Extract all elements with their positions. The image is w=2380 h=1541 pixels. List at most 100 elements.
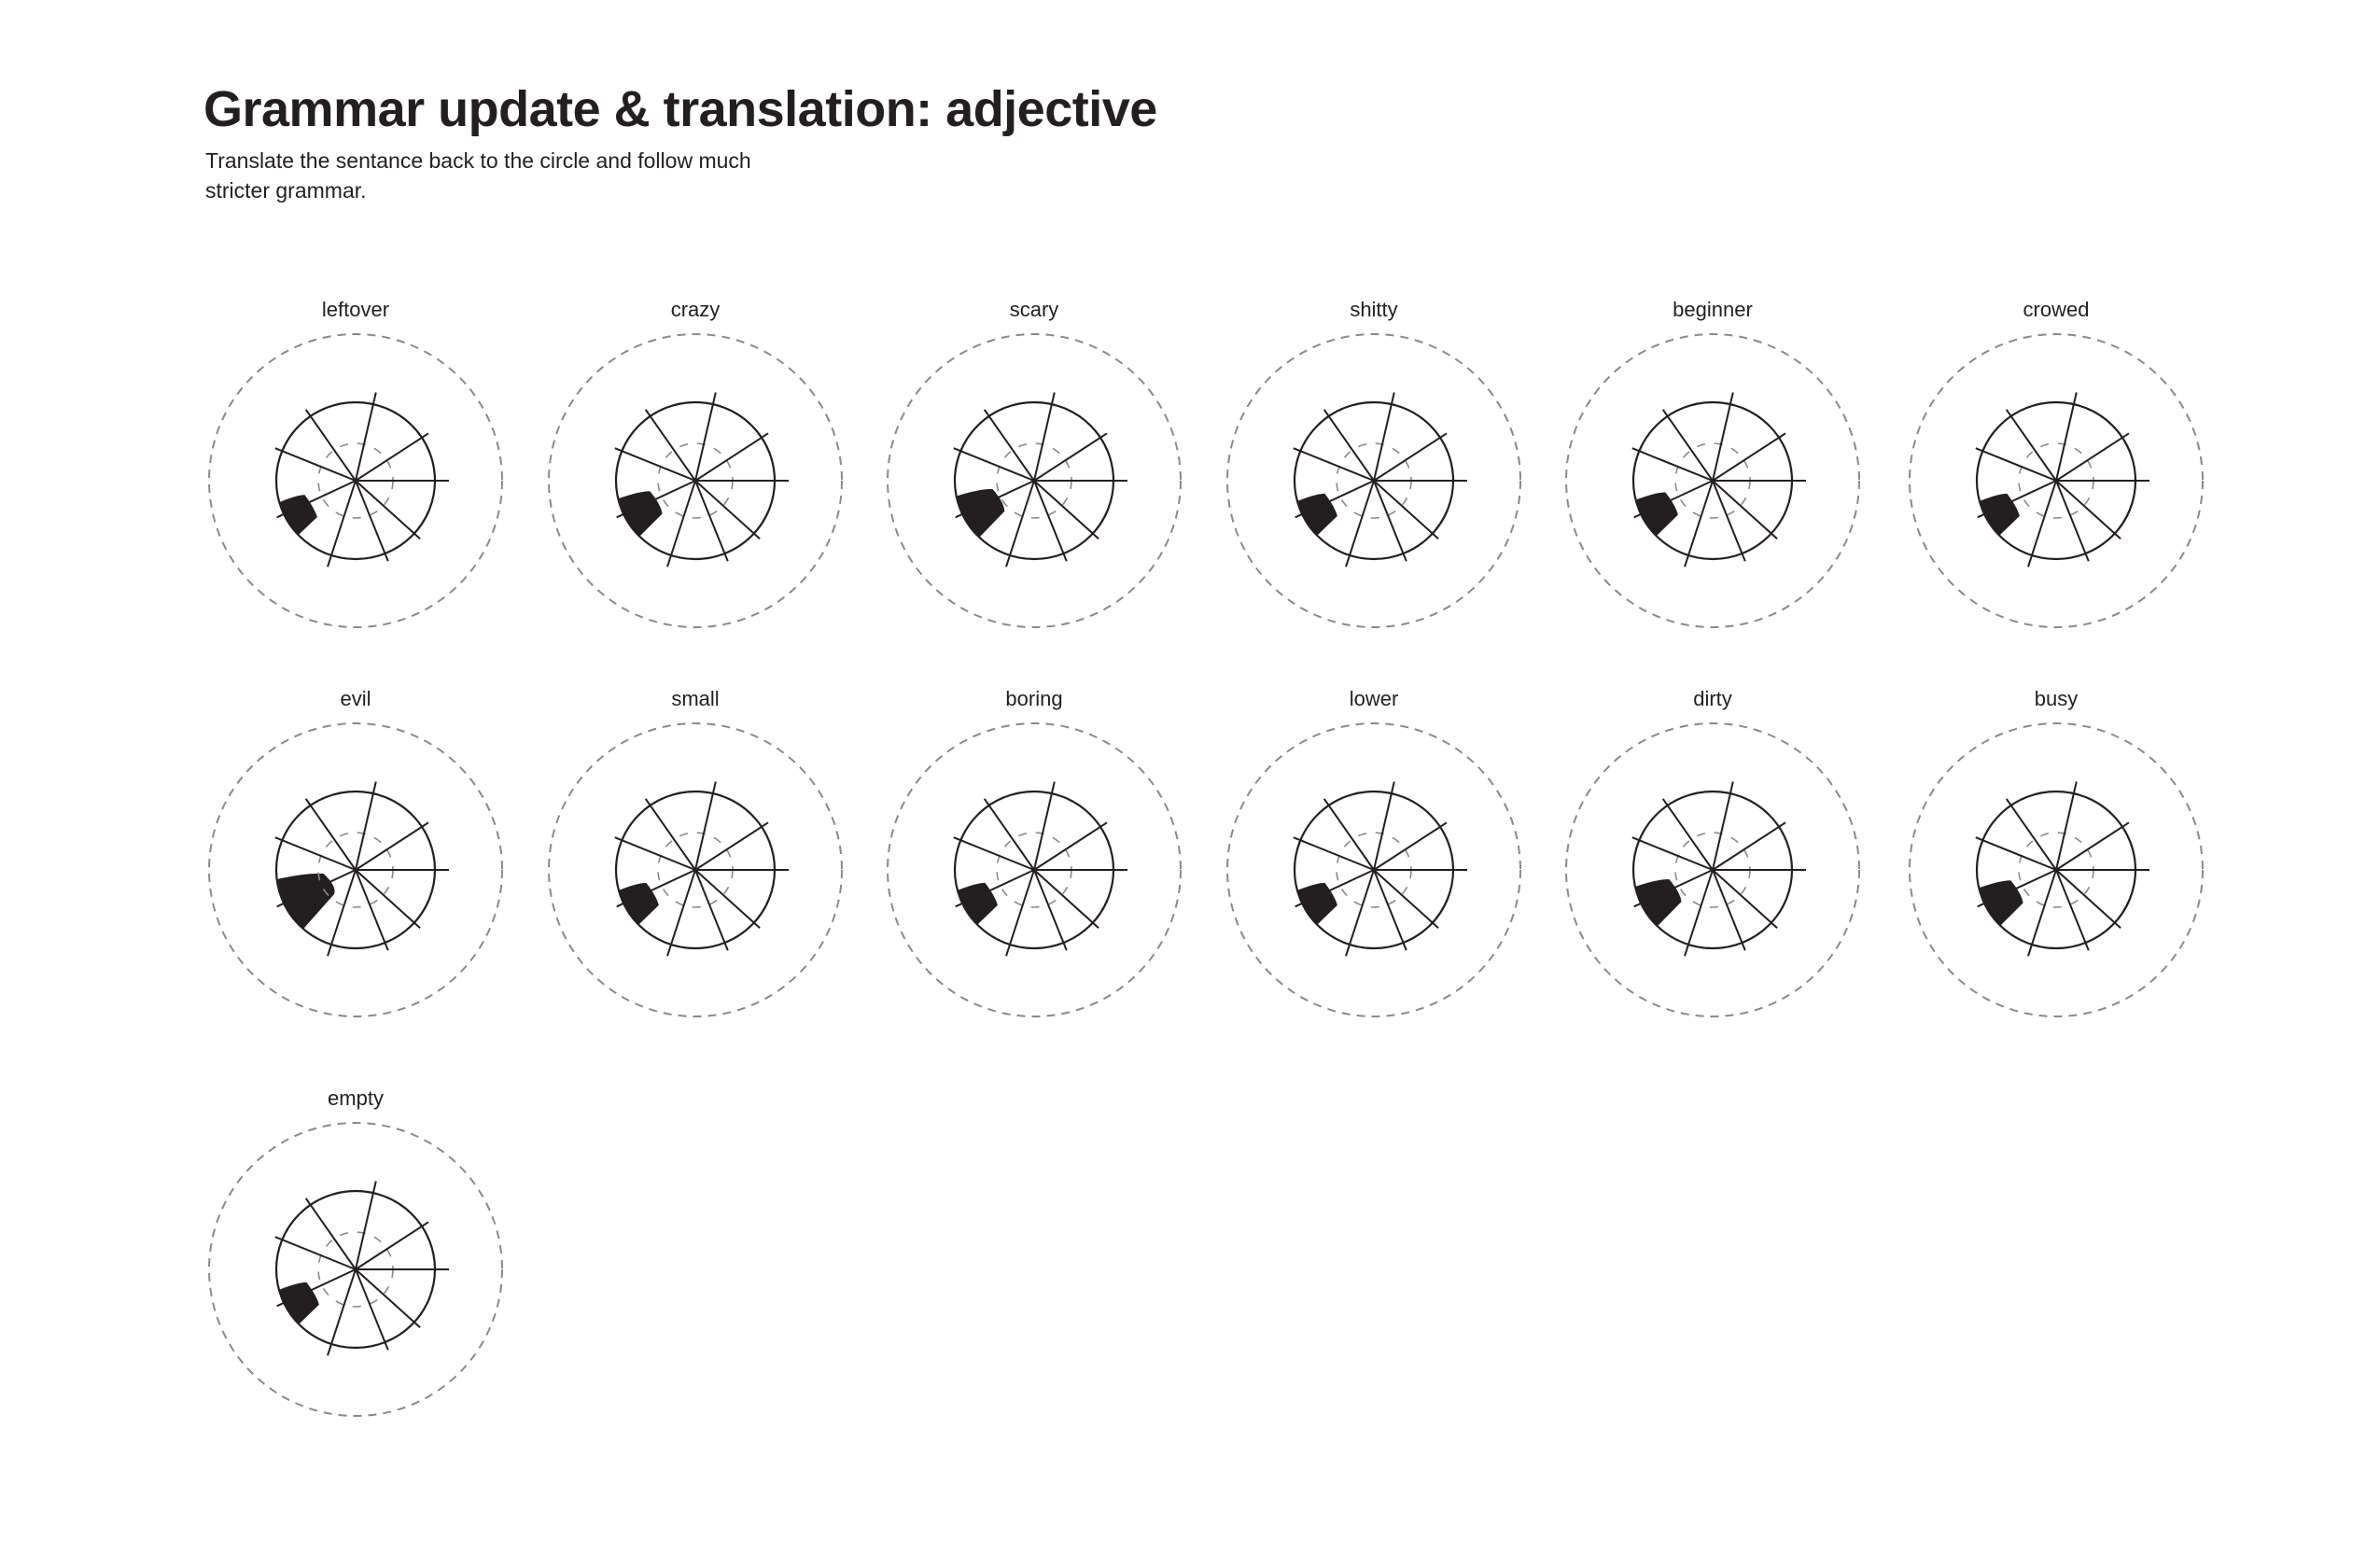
spoke-line	[1295, 869, 1375, 908]
outer-dashed-ring	[1909, 722, 2204, 1017]
spoke-line	[1033, 480, 1068, 562]
spoke-line	[327, 480, 357, 567]
filled-wedge-mark	[1636, 492, 1678, 536]
filled-wedge-mark	[1980, 493, 2020, 536]
spoke-line	[1661, 409, 1714, 482]
diagram-small: small	[546, 685, 845, 1040]
circle-diagram	[208, 722, 503, 1017]
diagram-lower: lower	[1225, 685, 1523, 1040]
spoke-line	[1293, 836, 1375, 871]
spoke-line	[2055, 480, 2090, 562]
diagram-label: crazy	[670, 298, 721, 321]
spoke-line	[616, 480, 696, 519]
spoke-line	[355, 869, 421, 929]
spoke-line	[2027, 480, 2057, 567]
filled-wedge-mark	[1297, 493, 1337, 536]
spoke-line	[2027, 869, 2057, 957]
spoke-line	[2055, 432, 2130, 482]
diagram-label: empty	[328, 1086, 384, 1110]
spoke-line	[1712, 480, 1778, 539]
spoke-line	[1293, 447, 1375, 482]
spoke-line	[1633, 869, 1714, 908]
spoke-line	[1323, 798, 1375, 871]
diagram-label: busy	[2034, 687, 2079, 710]
spoke-line	[694, 869, 761, 929]
diagram-evil: evil	[206, 685, 505, 1040]
spoke-line	[2055, 869, 2090, 951]
spoke-line	[1977, 869, 2057, 908]
diagram-label: beginner	[1673, 298, 1753, 321]
spoke-line	[983, 798, 1035, 871]
spoke-line	[953, 447, 1035, 482]
spoke-line	[1345, 869, 1375, 957]
diagram-leftover: leftover	[206, 296, 505, 651]
spoke-line	[1005, 869, 1035, 957]
diagram-label: dirty	[1693, 687, 1732, 710]
spoke-line	[644, 798, 696, 871]
spoke-line	[1373, 821, 1448, 871]
circle-diagram	[548, 722, 843, 1017]
diagram-scary: scary	[885, 296, 1183, 651]
outer-dashed-ring	[548, 722, 843, 1017]
outer-dashed-ring	[887, 333, 1182, 628]
circle-diagram	[208, 1122, 503, 1417]
outer-dashed-ring	[1565, 333, 1860, 628]
diagram-busy: busy	[1907, 685, 2205, 1040]
filled-wedge-mark	[280, 495, 317, 535]
spoke-line	[694, 392, 717, 482]
circle-diagram	[887, 333, 1182, 628]
spoke-line	[355, 1268, 421, 1328]
spoke-line	[274, 447, 357, 482]
filled-wedge-mark	[279, 1282, 319, 1324]
spoke-line	[694, 432, 769, 482]
diagram-label: boring	[1005, 687, 1063, 710]
circle-diagram	[1226, 722, 1521, 1017]
page-title: Grammar update & translation: adjective	[203, 81, 1157, 137]
diagram-empty: empty	[206, 1085, 505, 1439]
diagram-label: lower	[1349, 687, 1399, 710]
spoke-line	[1295, 480, 1375, 519]
spoke-line	[955, 480, 1035, 519]
spoke-line	[1975, 447, 2057, 482]
spoke-line	[276, 1268, 357, 1308]
outer-dashed-ring	[208, 1122, 503, 1417]
spoke-line	[1373, 480, 1439, 539]
spoke-line	[1633, 480, 1714, 519]
spoke-line	[1323, 409, 1375, 482]
outer-dashed-ring	[208, 722, 503, 1017]
circle-diagram	[887, 722, 1182, 1017]
spoke-line	[1631, 836, 1714, 871]
spoke-line	[355, 432, 429, 482]
spoke-line	[274, 836, 357, 871]
spoke-line	[1373, 432, 1448, 482]
spoke-line	[694, 821, 769, 871]
spoke-line	[1033, 821, 1108, 871]
spoke-line	[355, 1268, 389, 1351]
spoke-line	[694, 480, 729, 562]
diagram-label: shitty	[1350, 298, 1398, 321]
filled-wedge-mark	[1635, 878, 1682, 926]
spoke-line	[327, 1268, 357, 1356]
spoke-line	[355, 1181, 377, 1270]
outer-dashed-ring	[208, 333, 503, 628]
diagram-label: evil	[340, 687, 371, 710]
spoke-line	[616, 869, 696, 908]
diagram-crowed: crowed	[1907, 296, 2205, 651]
spoke-line	[1712, 781, 1734, 871]
spoke-line	[2055, 392, 2078, 482]
spoke-line	[1712, 821, 1786, 871]
outer-dashed-ring	[887, 722, 1182, 1017]
circle-diagram	[1226, 333, 1521, 628]
spoke-line	[1005, 480, 1035, 567]
spoke-line	[955, 869, 1035, 908]
spoke-line	[1033, 392, 1056, 482]
circle-diagram	[1565, 333, 1860, 628]
diagram-shitty: shitty	[1225, 296, 1523, 651]
spoke-line	[614, 447, 696, 482]
diagram-label: scary	[1009, 298, 1059, 321]
diagram-crazy: crazy	[546, 296, 845, 651]
filled-wedge-mark	[1980, 880, 2023, 926]
spoke-line	[1631, 447, 1714, 482]
outer-dashed-ring	[1565, 722, 1860, 1017]
